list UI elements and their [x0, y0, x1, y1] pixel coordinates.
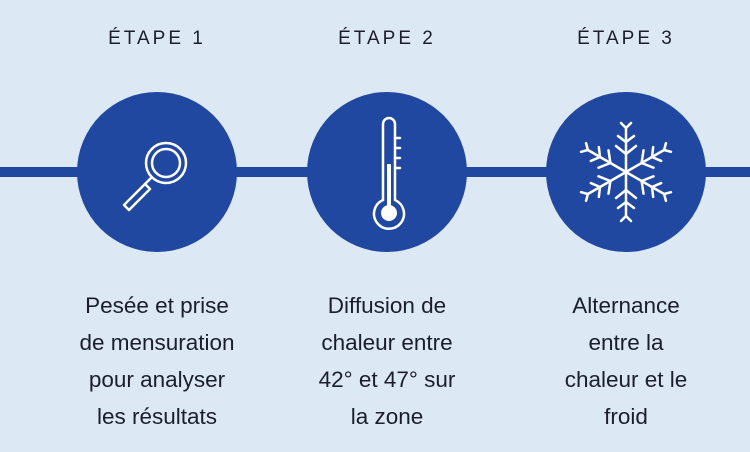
step-3-label: ÉTAPE 3: [577, 28, 675, 49]
step-1-description: Pesée et prise de mensuration pour analy…: [37, 287, 277, 435]
step-1-desc-line: Pesée et prise: [85, 293, 229, 318]
step-3-desc-line: chaleur et le: [564, 367, 688, 392]
step-2-desc-line: la zone: [350, 404, 424, 429]
step-3-description: Alternance entre la chaleur et le froid: [506, 287, 746, 435]
step-2-desc-line: 42° et 47° sur: [318, 367, 456, 392]
step-1-label: ÉTAPE 1: [108, 28, 206, 49]
step-2-label: ÉTAPE 2: [338, 28, 436, 49]
step-2-circle: [307, 92, 467, 252]
thermometer-icon: [372, 116, 406, 230]
step-2: ÉTAPE 2 Diffusion de chaleur entre 42° e…: [267, 0, 507, 452]
step-2-desc-line: Diffusion de: [327, 293, 447, 318]
step-1: ÉTAPE 1 Pesée et prise de mensuration po…: [37, 0, 277, 452]
snowflake-icon: [579, 121, 673, 223]
step-1-desc-line: de mensuration: [79, 330, 235, 355]
step-1-circle: [77, 92, 237, 252]
step-3-circle: [546, 92, 706, 252]
step-1-desc-line: les résultats: [96, 404, 218, 429]
step-3-desc-line: froid: [604, 404, 648, 429]
step-1-desc-line: pour analyser: [88, 367, 226, 392]
step-2-description: Diffusion de chaleur entre 42° et 47° su…: [267, 287, 507, 435]
magnifying-glass-icon: [122, 141, 188, 212]
step-3-desc-line: Alternance: [572, 293, 680, 318]
step-3: ÉTAPE 3: [506, 0, 746, 452]
step-3-desc-line: entre la: [588, 330, 664, 355]
step-2-desc-line: chaleur entre: [321, 330, 453, 355]
